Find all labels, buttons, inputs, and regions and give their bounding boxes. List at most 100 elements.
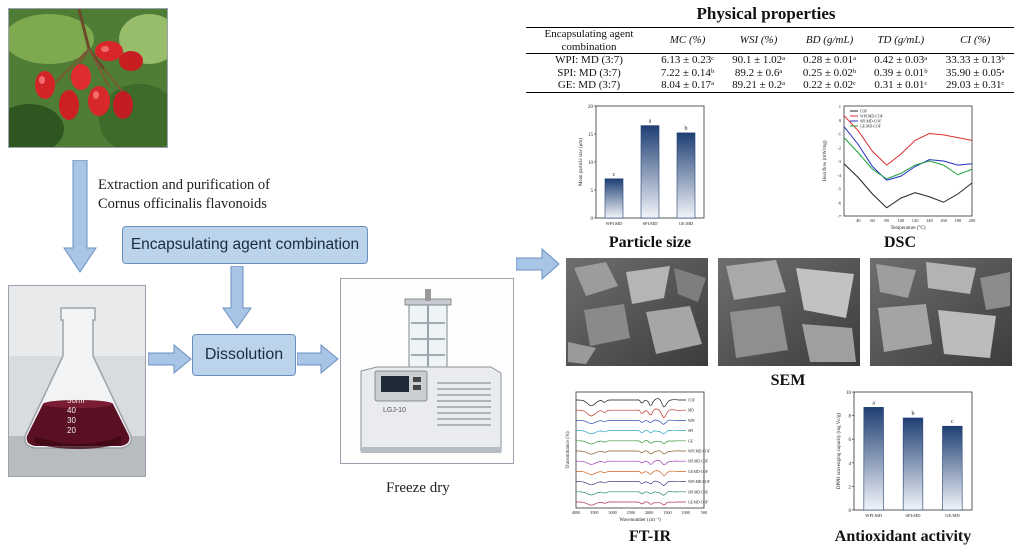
- extraction-label-line2: Cornus officinalis flavonoids: [98, 196, 267, 212]
- dsc-ytick-label: -2: [837, 145, 841, 150]
- dsc-legend-label: WPI:MD-COF: [860, 115, 883, 119]
- flask-photo: 50ml 40 30 20: [8, 285, 146, 477]
- header-ci: CI (%): [936, 28, 1014, 54]
- particle-size-caption: Particle size: [608, 234, 692, 251]
- ftir-series-label: WPI: [688, 419, 695, 423]
- header-bd-text: BD (g/mL): [805, 34, 854, 47]
- dsc-xlabel: Temperature (°C): [890, 226, 925, 231]
- table-cell: 89.21 ± 0.2ᵃ: [732, 79, 786, 91]
- table-header-row: Encapsulating agent combination MC (%) W…: [526, 27, 1014, 54]
- dsc-xtick-label: 80: [884, 218, 889, 223]
- antioxidant-ylabel: DPPH scavenging capacity (mg Vc/g): [837, 413, 842, 490]
- physical-properties-title: Physical properties: [696, 4, 836, 23]
- ftir-series-label: WPI:MD-COF: [688, 450, 710, 454]
- particle-bar-letter: a: [649, 119, 652, 125]
- header-combination-text: Encapsulating agent combination: [544, 28, 634, 53]
- extraction-label: Extraction and purification of Cornus of…: [98, 176, 270, 214]
- particle-ytick-label: 5: [591, 189, 594, 194]
- physical-properties-table: Encapsulating agent combination MC (%) W…: [526, 27, 1014, 93]
- header-combination: Encapsulating agent combination: [526, 28, 652, 54]
- table-cell: 6.13 ± 0.23ᶜ: [661, 54, 715, 66]
- dissolution-box: Dissolution: [192, 334, 296, 376]
- ftir-series-label: SPI: [688, 429, 694, 433]
- dsc-xtick-label: 100: [898, 218, 906, 223]
- ftir-spectrum-line: [576, 470, 686, 477]
- ftir-spectrum-line: [576, 480, 686, 487]
- freeze-dryer-brand: LGJ-10: [383, 407, 406, 414]
- table-cell: SPI: MD (3:7): [557, 66, 621, 79]
- flask-mark-50: 50ml: [67, 396, 85, 405]
- ftir-spectrum-line: [576, 501, 686, 506]
- particle-bar-letter: b: [685, 126, 688, 132]
- down-arrow-extraction: [63, 160, 97, 273]
- ftir-plot-frame: [575, 391, 705, 509]
- ftir-ylabel: Transmittance (%): [566, 431, 571, 469]
- freeze-dryer-image: [341, 279, 513, 463]
- antioxidant-ytick-label: 2: [849, 485, 852, 490]
- sem-images: [566, 258, 1012, 366]
- antioxidant-bar-letter: b: [912, 411, 915, 417]
- antioxidant-bar: [902, 417, 924, 511]
- table-cell: WPI: MD (3:7): [555, 54, 623, 66]
- particle-bar-letter: c: [613, 172, 616, 178]
- particle-ylabel: Mean particle size (μm): [579, 138, 584, 186]
- header-mc: MC (%): [652, 28, 723, 54]
- table-row: GE: MD (3:7) 8.04 ± 0.17ᵃ 89.21 ± 0.2ᵃ 0…: [526, 79, 1014, 92]
- table-cell: 29.03 ± 0.31ᶜ: [946, 79, 1005, 91]
- ftir-series-label: GE:MD-COF: [688, 501, 708, 505]
- ftir-xlabel: Wavenumber (cm⁻¹): [619, 517, 661, 523]
- dsc-ytick-label: -7: [837, 214, 841, 219]
- antioxidant-ytick-label: 10: [846, 391, 852, 396]
- particle-ytick-label: 20: [588, 105, 594, 110]
- ftir-series-label: SPI:MD-COF: [688, 490, 708, 494]
- ftir-series-label: GE:MD-COF: [688, 470, 708, 474]
- dsc-ytick-label: 0: [839, 118, 842, 123]
- dsc-plot-frame: [843, 105, 973, 217]
- down-arrow-encapsulating: [222, 266, 252, 329]
- physical-properties-table-wrap: Encapsulating agent combination MC (%) W…: [526, 27, 1014, 93]
- ftir-spectrum-line: [576, 408, 686, 419]
- header-bd: BD (g/mL): [794, 28, 865, 54]
- ftir-series-label: WPI:MD-COF: [688, 480, 710, 484]
- cornus-fruit-photo: [8, 8, 168, 148]
- dsc-caption: DSC: [883, 234, 916, 251]
- antioxidant-bar-letter: a: [872, 400, 875, 406]
- dsc-ytick-label: -6: [837, 200, 841, 205]
- freeze-dryer-photo: LGJ-10: [340, 278, 514, 464]
- flask-mark-30: 30: [67, 416, 76, 425]
- ftir-series-label: SPI:MD-COF: [688, 460, 708, 464]
- encapsulating-agent-label: Encapsulating agent combination: [130, 236, 360, 253]
- ftir-spectrum-line: [576, 491, 686, 496]
- dsc-ytick-label: -3: [837, 159, 841, 164]
- table-cell: GE: MD (3:7): [557, 79, 621, 91]
- particle-bar: [604, 178, 624, 219]
- sem-micrographs: [566, 258, 1012, 366]
- ftir-xtick-label: 3500: [590, 510, 598, 515]
- dsc-xtick-label: 40: [856, 218, 861, 223]
- right-arrow-to-freeze-dryer: [297, 344, 339, 374]
- right-arrow-to-results: [516, 248, 560, 280]
- antioxidant-ytick-label: 6: [849, 438, 852, 443]
- header-ci-text: CI (%): [960, 34, 991, 47]
- table-cell: 8.04 ± 0.17ᵃ: [661, 79, 715, 91]
- flask-mark-40: 40: [67, 406, 76, 415]
- ftir-xtick-label: 4000: [572, 510, 580, 515]
- dsc-series-line: [843, 163, 973, 209]
- flask-image: [9, 286, 145, 476]
- ftir-series-label: GE: [688, 439, 694, 443]
- antioxidant-ytick-label: 8: [849, 415, 852, 420]
- dsc-ytick-label: 1: [839, 104, 841, 109]
- antioxidant-caption: Antioxidant activity: [834, 528, 972, 545]
- header-td: TD (g/mL): [865, 28, 936, 54]
- particle-bar: [640, 125, 660, 219]
- antioxidant-ytick-label: 0: [849, 509, 852, 514]
- header-mc-text: MC (%): [669, 34, 706, 47]
- antioxidant-bar: [942, 425, 963, 511]
- particle-ytick-label: 10: [588, 161, 594, 166]
- dsc-legend-label: GE:MD-COF: [860, 125, 881, 129]
- table-cell: 33.33 ± 0.13ᵇ: [945, 54, 1005, 66]
- freeze-dry-label: Freeze dry: [386, 480, 450, 496]
